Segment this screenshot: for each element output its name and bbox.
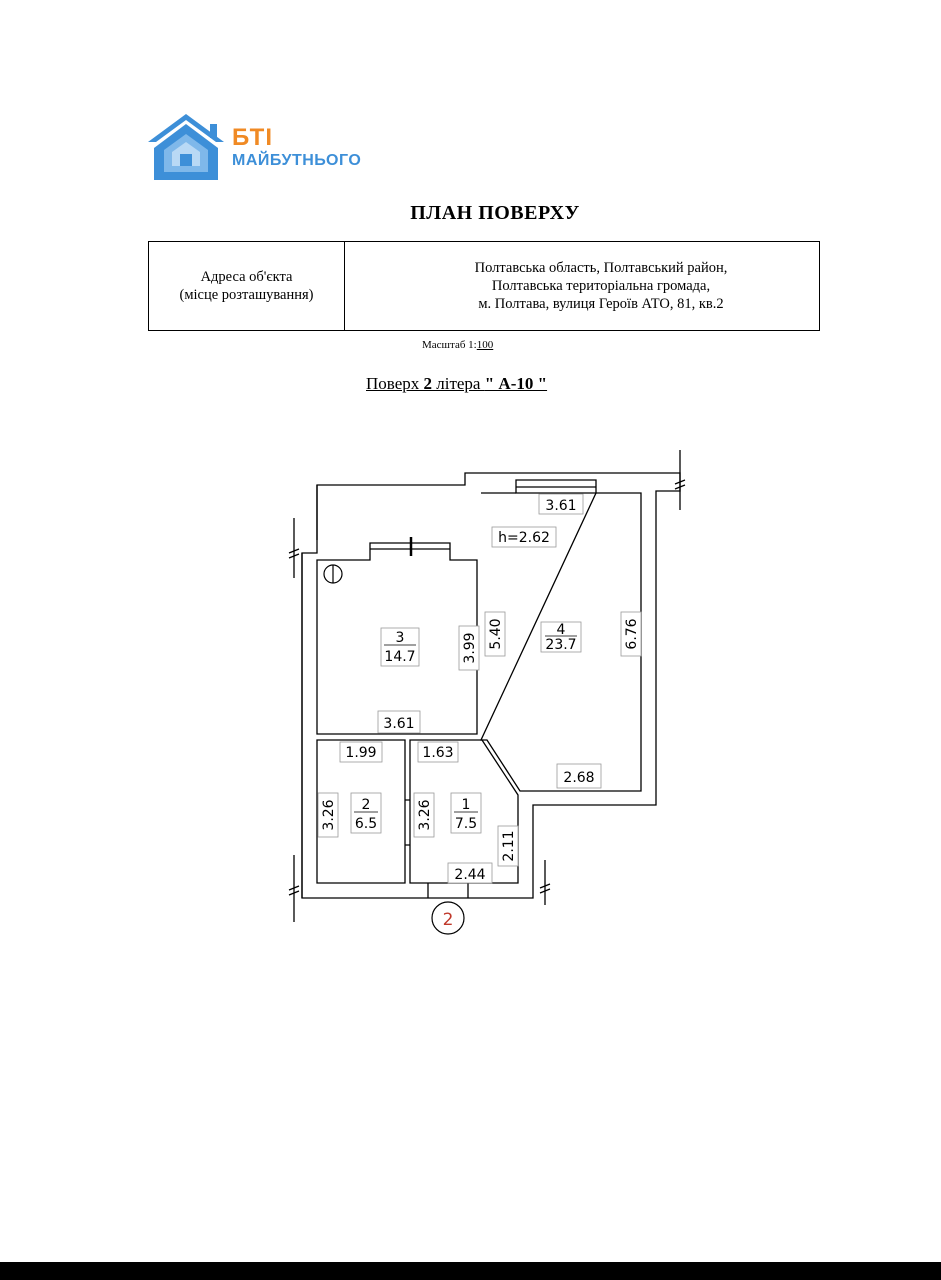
room-3-area: 14.7 xyxy=(384,649,415,665)
floor-number: 2 xyxy=(423,374,433,393)
dim-room2-left: 3.26 xyxy=(321,799,337,830)
room-1-number: 1 xyxy=(462,797,471,813)
dimension-boxes xyxy=(317,493,642,884)
dim-room4-bottom: 2.68 xyxy=(563,770,594,786)
dim-room3-bottom: 3.61 xyxy=(383,716,414,732)
room-3-number: 3 xyxy=(396,630,405,646)
room-1-label: 1 7.5 xyxy=(454,797,478,832)
room-2-number: 2 xyxy=(362,797,371,813)
ceiling-height-label: h=2.62 xyxy=(498,530,550,546)
address-label-line2: (місце розташування) xyxy=(179,287,314,303)
address-label-line1: Адреса об'єкта xyxy=(200,269,293,285)
logo-text-future: МАЙБУТНЬОГО xyxy=(232,152,362,169)
scale-label: Масштаб 1:100 xyxy=(422,339,493,351)
boiler-symbol-icon xyxy=(323,564,343,584)
house-logo-icon xyxy=(148,114,224,180)
entrance-marker: 2 xyxy=(431,901,465,935)
address-label-cell: Адреса об'єкта (місце розташування) xyxy=(149,242,345,330)
floor-plan-drawing: 3.61 h=2.62 2.68 3.61 1.99 1.63 2.44 4 2… xyxy=(288,450,686,935)
dim-room4-left: 5.40 xyxy=(488,618,504,649)
page-title: ПЛАН ПОВЕРХУ xyxy=(410,202,580,224)
logo-text-bti: БТІ xyxy=(232,124,273,151)
dim-room1-top: 1.63 xyxy=(422,745,453,761)
dim-room4-right: 6.76 xyxy=(624,618,640,649)
room-4-label: 4 23.7 xyxy=(545,622,577,653)
floor-prefix: Поверх xyxy=(366,374,424,393)
room-1-area: 7.5 xyxy=(455,816,477,832)
scale-prefix: Масштаб 1: xyxy=(422,339,477,351)
room-4-number: 4 xyxy=(557,622,566,638)
entrance-marker-number: 2 xyxy=(443,910,454,930)
floor-middle: літера xyxy=(432,374,485,393)
address-value-line2: Полтавська територіальна громада, xyxy=(491,278,711,294)
dim-room4-top: 3.61 xyxy=(545,498,576,514)
scale-value: 100 xyxy=(476,339,494,351)
floor-letter: " А-10 " xyxy=(484,374,548,393)
dim-room2-top: 1.99 xyxy=(345,745,376,761)
plan-walls xyxy=(288,450,686,922)
room-2-area: 6.5 xyxy=(355,816,377,832)
room-4-area: 23.7 xyxy=(545,637,576,653)
room-3-label: 3 14.7 xyxy=(384,630,416,665)
address-value-line1: Полтавська область, Полтавський район, xyxy=(474,260,728,276)
dim-room1-bottom: 2.44 xyxy=(454,867,485,883)
dim-room1-right: 2.11 xyxy=(501,830,517,861)
address-value-cell: Полтавська область, Полтавський район, П… xyxy=(345,242,819,330)
room-2-label: 2 6.5 xyxy=(354,797,378,832)
company-logo: БТІ МАЙБУТНЬОГО xyxy=(148,112,398,182)
address-value-line3: м. Полтава, вулиця Героїв АТО, 81, кв.2 xyxy=(478,296,724,312)
dim-room3-right: 3.99 xyxy=(462,632,478,663)
floor-info: Поверх 2 літера " А-10 " xyxy=(366,374,547,394)
address-table: Адреса об'єкта (місце розташування) Полт… xyxy=(148,241,820,331)
dim-room1-left: 3.26 xyxy=(417,799,433,830)
